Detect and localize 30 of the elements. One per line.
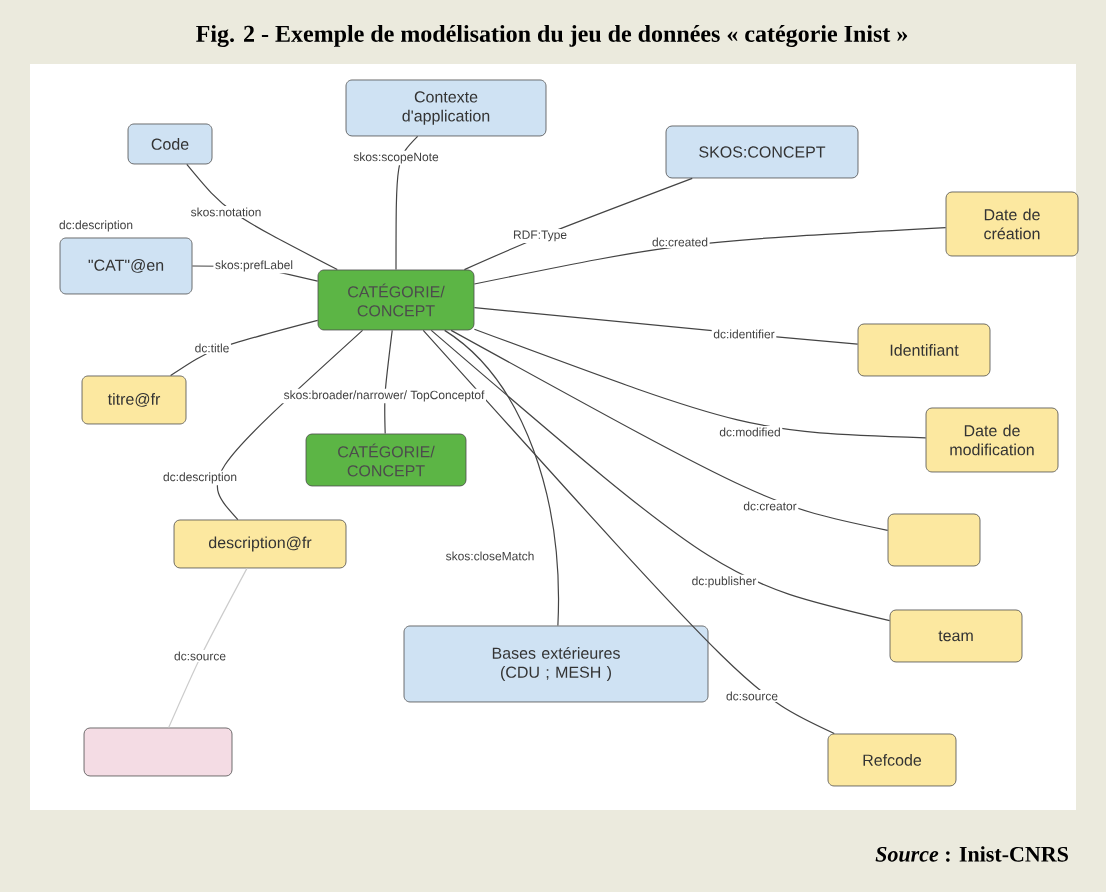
connector-line	[395, 135, 419, 271]
literal-box: Date de création	[945, 191, 1079, 257]
connector-line	[473, 328, 927, 439]
connector-line	[168, 567, 248, 729]
connector-line	[430, 329, 891, 622]
literal-box	[887, 513, 981, 567]
connector-line	[170, 319, 319, 377]
resource-box: Contexte d'application	[345, 79, 547, 137]
literal-box: Identifiant	[857, 323, 991, 377]
concept-box: CATÉGORIE/ CONCEPT	[305, 433, 467, 487]
literal-box: Refcode	[827, 733, 957, 787]
concept-box: CATÉGORIE/ CONCEPT	[317, 269, 475, 331]
connector-line	[216, 329, 364, 521]
connector-line	[186, 163, 338, 271]
source-caption: Source : Inist-CNRS	[875, 846, 1068, 862]
literal-box: team	[889, 609, 1023, 663]
connector-line	[384, 329, 393, 435]
resource-box: "CAT"@en	[59, 237, 193, 295]
source-box	[83, 727, 233, 777]
resource-box: Code	[127, 123, 213, 165]
connector-line	[473, 226, 947, 285]
literal-box: Date de modification	[925, 407, 1059, 473]
connector-line	[450, 329, 889, 531]
literal-box: titre@fr	[81, 375, 187, 425]
figure-title: Fig. 2 - Exemple de modélisation du jeu de données « catégorie Inist »	[196, 25, 908, 47]
connector-line	[422, 329, 835, 735]
literal-box: description@fr	[173, 519, 347, 569]
resource-box: Bases extérieures (CDU ; MESH )	[403, 625, 709, 703]
connector-line	[444, 329, 560, 627]
resource-box: SKOS:CONCEPT	[665, 125, 859, 179]
